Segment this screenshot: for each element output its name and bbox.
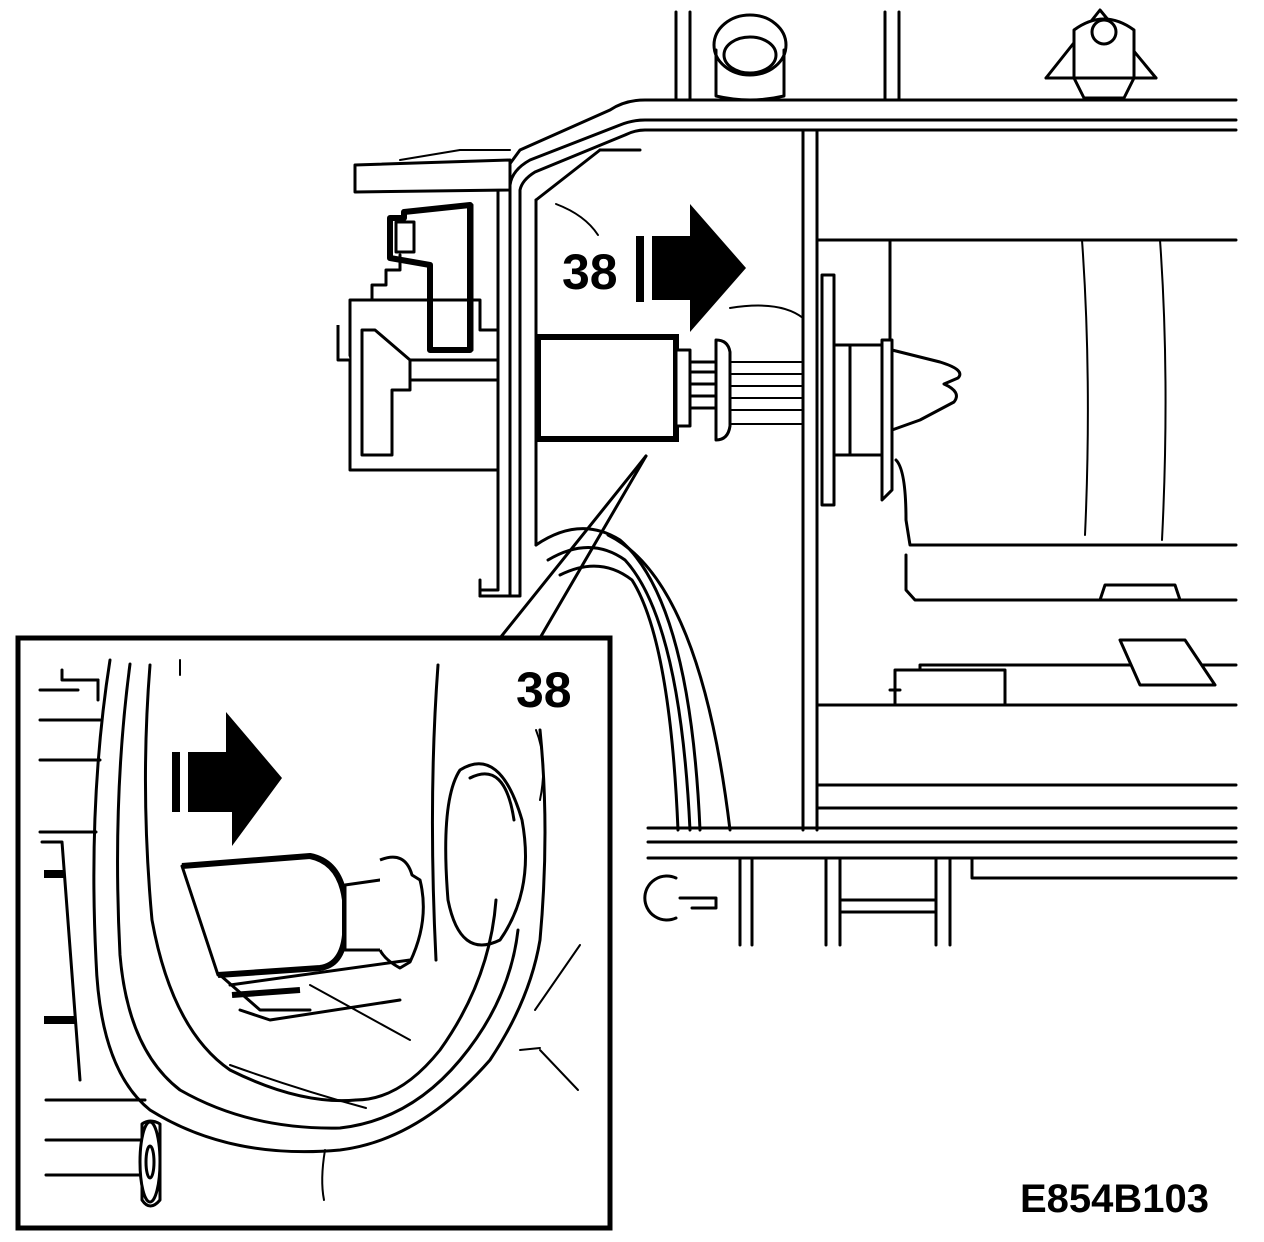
right-cavity	[815, 238, 1238, 810]
main-view: 38	[336, 8, 1238, 947]
callout-label-main: 38	[562, 244, 618, 300]
lower-tray	[888, 458, 1238, 707]
shaft-coupling	[820, 273, 962, 507]
direction-arrow-main	[636, 204, 746, 332]
divider-wall	[801, 128, 819, 832]
callout-leader-main	[555, 203, 599, 236]
direction-arrow-inset	[172, 712, 282, 846]
top-rails	[674, 10, 901, 102]
inset-duct-opening	[444, 762, 527, 947]
left-bracket	[336, 149, 512, 472]
housing-frame	[478, 98, 1238, 598]
locating-pin	[1044, 8, 1158, 100]
inset-leader	[498, 454, 648, 640]
figure-code: E854B103	[1020, 1177, 1209, 1221]
inset-actuator-motor	[180, 853, 425, 1041]
connector-plug	[387, 202, 474, 353]
air-duct-hose	[534, 527, 732, 832]
callout-leader-inset	[535, 729, 545, 801]
round-boss	[712, 13, 788, 102]
bottom-rail	[643, 826, 1238, 947]
inset-detail: 38	[15, 635, 613, 1231]
inset-curved-body	[92, 658, 547, 1201]
inset-housing	[38, 659, 181, 1177]
callout-label-inset: 38	[516, 662, 572, 718]
inset-pivot-pin	[138, 1119, 162, 1208]
direction-arrow-right-icon	[172, 712, 282, 846]
actuator-motor	[535, 304, 804, 442]
direction-arrow-right-icon	[636, 204, 746, 332]
inset-clip	[519, 944, 581, 1091]
